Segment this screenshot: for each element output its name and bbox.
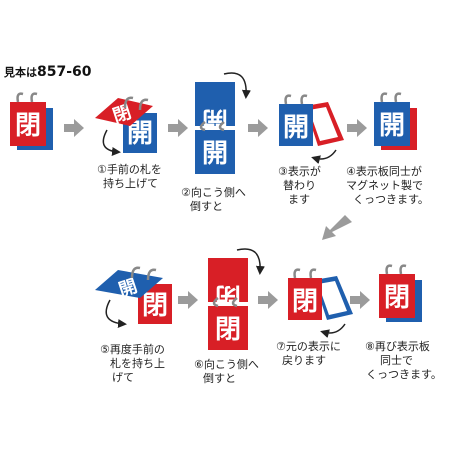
return-arrow xyxy=(320,323,346,338)
step-2-caption: ②向こう側へ 倒すと xyxy=(181,185,249,213)
return-arrow xyxy=(311,149,337,164)
lift-arrow xyxy=(102,129,121,156)
step-4-caption: ④表示板同士が マグネット製で くっつきます。 xyxy=(346,164,429,206)
step-6-caption: ⑥向こう側へ 倒すと xyxy=(194,357,262,385)
step-arrow xyxy=(168,119,188,137)
sign-flip-over-red: 閉 閉 xyxy=(208,248,265,350)
svg-text:閉: 閉 xyxy=(110,102,134,128)
step-3-caption: ③表示が 替わり ます xyxy=(278,164,324,206)
sample-label: 見本は857-60 xyxy=(3,64,92,80)
flip-arrow xyxy=(223,72,251,99)
step-arrow xyxy=(347,119,367,137)
sign-open-attached: 開 xyxy=(374,92,417,150)
sign-display-restored: 閉 xyxy=(288,268,353,338)
svg-text:閉: 閉 xyxy=(384,283,410,313)
svg-text:開: 開 xyxy=(202,139,228,169)
step-1-caption: ①手前の札を 持ち上げて xyxy=(97,162,165,190)
svg-text:閉: 閉 xyxy=(142,291,168,321)
flip-arrow xyxy=(236,248,265,275)
lift-arrow xyxy=(105,299,127,329)
step-arrow xyxy=(258,291,278,309)
sign-closed-attached: 閉 xyxy=(379,264,422,322)
row-transition-arrow xyxy=(322,215,352,240)
sign-display-changed: 開 xyxy=(279,94,344,164)
step-8-caption: ⑧再び表示板 同士で くっつきます。 xyxy=(365,339,442,381)
svg-text:開: 開 xyxy=(283,113,309,143)
svg-text:閉: 閉 xyxy=(292,287,318,317)
sign-lift-blue: 閉 開 xyxy=(95,266,172,329)
sign-kanji-closed: 閉 xyxy=(15,111,41,141)
svg-text:開: 開 xyxy=(379,111,405,141)
step-arrow xyxy=(350,291,370,309)
svg-text:閉: 閉 xyxy=(215,315,241,345)
sign-closed-initial: 閉 xyxy=(10,92,53,150)
step-arrow xyxy=(178,291,198,309)
svg-text:開: 開 xyxy=(116,276,140,302)
step-arrow xyxy=(64,119,84,137)
sign-lift-red: 開 閉 xyxy=(95,96,157,156)
sign-flip-over: 開 開 xyxy=(195,72,251,174)
step-7-caption: ⑦元の表示に 戻ります xyxy=(276,339,344,367)
step-5-caption: ⑤再度手前の 札を持ち上 げて xyxy=(100,342,169,384)
step-arrow xyxy=(248,119,268,137)
